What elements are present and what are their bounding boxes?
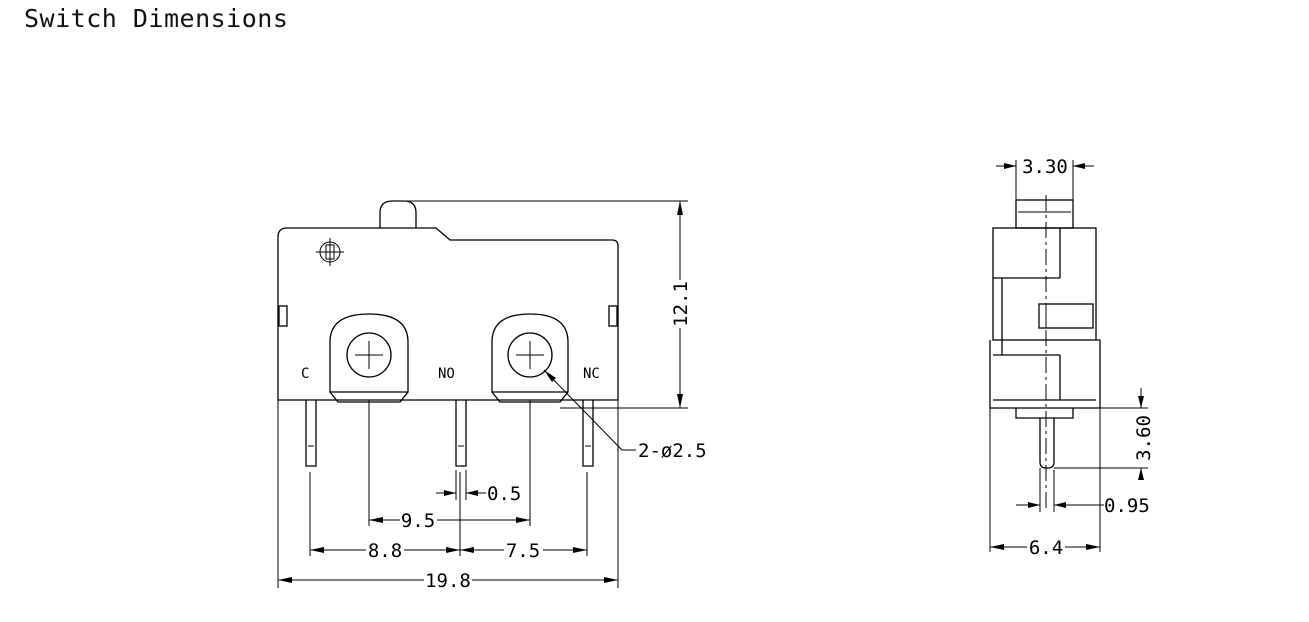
page-title: Switch Dimensions [24,4,289,33]
terminal-nc [582,400,594,467]
dimension-body-thickness: 6.4 [989,408,1101,559]
dimension-terminal-offset: 0.95 [1016,468,1150,517]
dimension-overall-height: 12.1 [670,201,692,408]
right-notch [608,305,618,327]
dimension-common-to-no-value: 8.8 [368,540,402,562]
dimension-no-to-nc: 7.5 [460,540,587,562]
dimension-actuator-width: 3.30 [996,156,1094,200]
terminal-no [455,400,467,467]
dimension-hole-spacing: 9.5 [369,510,530,532]
dimension-terminal-length: 3.60 [1054,388,1155,480]
dimension-terminal-offset-value: 0.95 [1104,495,1150,517]
pivot-symbol [316,238,344,266]
dimension-terminal-thickness: 0.5 [436,483,521,505]
side-upper-body [992,227,1097,341]
side-base-step [1015,408,1074,419]
side-lower-body [989,339,1101,409]
dimension-hole-spacing-value: 9.5 [401,510,435,532]
dimension-body-thickness-value: 6.4 [1029,537,1063,559]
leader-mounting-holes-value: 2-ø2.5 [638,440,707,462]
dimension-terminal-thickness-value: 0.5 [487,483,521,505]
front-view: C NO NC [277,200,707,592]
leader-mounting-holes: 2-ø2.5 [543,369,707,462]
extension-lines [277,200,688,588]
terminal-label-nc: NC [583,366,600,382]
side-actuator [1015,199,1074,229]
dimension-no-to-nc-value: 7.5 [506,540,540,562]
dimension-actuator-width-value: 3.30 [1022,156,1068,178]
side-view: 3.30 3.60 0.95 [989,156,1155,559]
actuator-button [379,200,417,228]
left-notch [278,305,288,327]
right-mounting-boss [491,313,569,403]
dimension-overall-width: 19.8 [278,570,618,592]
dimension-common-to-no: 8.8 [310,540,460,562]
switch-body [277,227,619,401]
dimension-overall-height-value: 12.1 [670,281,692,327]
side-tab [1038,303,1094,329]
terminal-c [305,400,317,467]
dimension-terminal-length-value: 3.60 [1133,415,1155,461]
side-terminal [1039,418,1055,469]
terminal-label-c: C [301,366,309,382]
left-mounting-boss [329,313,409,403]
dimension-overall-width-value: 19.8 [425,570,471,592]
terminal-label-no: NO [438,366,455,382]
